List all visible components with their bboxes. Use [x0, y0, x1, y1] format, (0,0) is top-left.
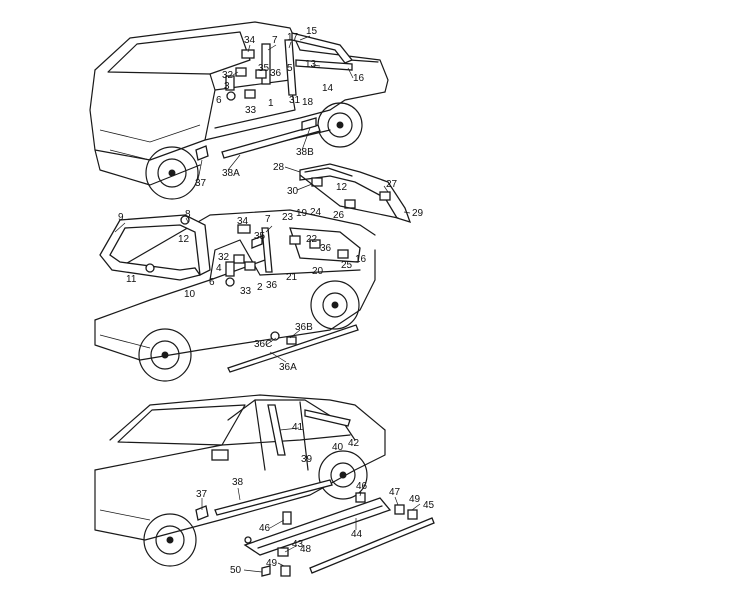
- callout-label: 21: [286, 272, 298, 283]
- car-bottom-sedan-outline: [94, 394, 435, 577]
- callout-label: 23: [282, 212, 294, 223]
- callout-label: 34: [237, 216, 249, 227]
- callout-label: 4: [216, 263, 222, 274]
- callout-label: 14: [322, 83, 334, 94]
- callout-label: 25: [341, 260, 353, 271]
- callout-label: 40: [332, 442, 344, 453]
- callout-label: 33: [245, 105, 257, 116]
- callout-label: 32: [218, 252, 230, 263]
- callout-label: 35: [254, 231, 266, 242]
- callout-label: 41: [292, 422, 304, 433]
- callout-label: 48: [300, 544, 312, 555]
- rear-window-frame-detached: [299, 163, 412, 224]
- callout-label: 8: [185, 209, 191, 220]
- car-top-coupe-outline: [89, 21, 389, 200]
- callout-label: 18: [302, 97, 314, 108]
- callout-label: 43: [292, 539, 304, 550]
- callout-label: 12: [336, 182, 348, 193]
- callout-label: 30: [287, 186, 299, 197]
- callout-label: 28: [273, 162, 285, 173]
- callout-label: 32: [222, 70, 234, 81]
- callout-label: 36: [266, 280, 278, 291]
- callout-label: 36: [320, 243, 332, 254]
- callout-label: 46: [259, 523, 271, 534]
- callout-label: 37: [196, 489, 208, 500]
- callout-label: 19: [296, 208, 308, 219]
- callout-label: 15: [306, 26, 318, 37]
- callout-label: 11: [126, 274, 137, 285]
- callout-label: 44: [351, 529, 363, 540]
- callout-label: 46: [356, 481, 368, 492]
- callout-label: 34: [244, 35, 256, 46]
- callout-label: 33: [240, 286, 252, 297]
- callout-label: 10: [184, 289, 196, 300]
- callout-label: 20: [312, 266, 324, 277]
- callout-label: 3: [224, 81, 230, 92]
- callout-label: 2: [257, 282, 263, 293]
- callout-label: 13: [305, 59, 317, 70]
- callout-label: 35: [258, 63, 270, 74]
- callout-label: 49: [266, 558, 278, 569]
- leader-lines: [114, 35, 421, 573]
- callout-label: 6: [209, 277, 215, 288]
- callout-labels: 34 7 17 15 32 35 36 5 13 3 16 6 14 33 31…: [118, 26, 435, 576]
- callout-label: 36C: [254, 339, 272, 350]
- callout-label: 6: [216, 95, 222, 106]
- callout-label: 1: [268, 98, 274, 109]
- callout-label: 36A: [279, 362, 297, 373]
- callout-label: 24: [310, 207, 322, 218]
- callout-label: 36: [270, 68, 282, 79]
- callout-label: 38B: [296, 147, 314, 158]
- callout-label: 9: [118, 212, 124, 223]
- callout-label: 31: [289, 95, 301, 106]
- callout-label: 7: [265, 214, 271, 225]
- callout-label: 42: [348, 438, 360, 449]
- callout-label: 37: [195, 178, 207, 189]
- callout-label: 22: [306, 234, 318, 245]
- callout-label: 16: [355, 254, 367, 265]
- callout-label: 29: [412, 208, 424, 219]
- callout-label: 5: [287, 63, 293, 74]
- callout-label: 49: [409, 494, 421, 505]
- car-middle-outline: [94, 209, 376, 382]
- callout-label: 36B: [295, 322, 313, 333]
- callout-label: 45: [423, 500, 435, 511]
- callout-label: 39: [301, 454, 313, 465]
- callout-label: 38A: [222, 168, 240, 179]
- callout-label: 26: [333, 210, 345, 221]
- callout-label: 50: [230, 565, 242, 576]
- callout-label: 12: [178, 234, 190, 245]
- callout-label: 27: [386, 179, 398, 190]
- callout-label: 17: [287, 32, 299, 43]
- callout-label: 38: [232, 477, 244, 488]
- callout-label: 16: [353, 73, 365, 84]
- callout-label: 47: [389, 487, 401, 498]
- callout-label: 7: [272, 35, 278, 46]
